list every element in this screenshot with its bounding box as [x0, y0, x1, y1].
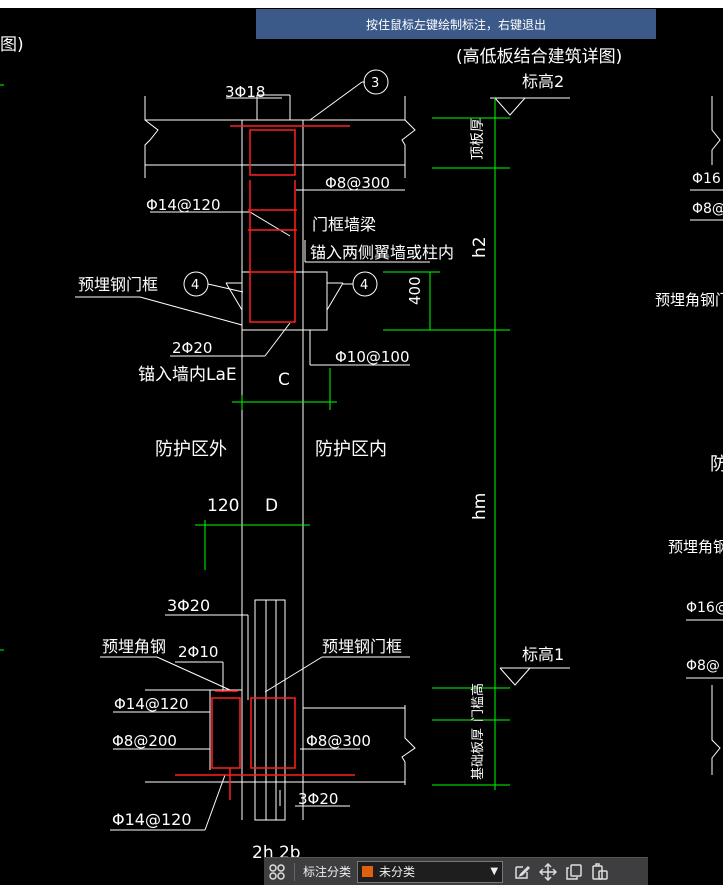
rebar-lines — [175, 125, 355, 800]
label-2phi10: 2Φ10 — [178, 643, 218, 661]
dim-top-slab-label: 顶板厚 — [470, 118, 486, 160]
right-embed-angle-a: 预埋角钢门 — [655, 291, 723, 309]
callout-3-number: 3 — [371, 76, 379, 91]
edit-icon[interactable] — [509, 859, 535, 885]
top-strip — [0, 0, 723, 8]
label-2phi20: 2Φ20 — [172, 339, 212, 357]
dimension-lines — [0, 84, 510, 790]
label-embed-frame-top: 预埋钢门框 — [78, 275, 158, 294]
label-phi8-300-top: Φ8@300 — [325, 174, 390, 192]
left-partial-label: 图) — [0, 35, 24, 55]
dim-400-label: 400 — [406, 276, 424, 305]
category-color-swatch — [362, 866, 374, 877]
elev2-label: 标高2 — [522, 72, 564, 91]
label-protect-outside: 防护区外 — [155, 439, 227, 460]
label-phi8-200: Φ8@200 — [112, 732, 177, 750]
dim-base-slab-label: 基础板厚 — [471, 728, 486, 780]
chevron-down-icon: ▼ — [490, 866, 499, 877]
label-120: 120 — [207, 496, 239, 516]
label-phi8-300-bottom: Φ8@300 — [306, 732, 371, 750]
grid-icon[interactable] — [264, 859, 290, 885]
drawing-title: (高低板结合建筑详图) — [456, 47, 622, 67]
dim-door-sill-label: 门槛高 — [470, 683, 486, 722]
callout-circles — [183, 69, 389, 297]
label-embed-angle: 预埋角钢 — [102, 637, 166, 656]
right-phi8-a: Φ8@ — [692, 201, 723, 217]
label-3phi18: 3Φ18 — [225, 83, 265, 101]
instruction-banner: 按住鼠标左键绘制标注，右键退出 — [256, 9, 656, 39]
label-phi14-120-mid: Φ14@120 — [114, 695, 189, 713]
label-phi14-120-top: Φ14@120 — [146, 196, 221, 214]
category-label: 标注分类 — [303, 865, 352, 879]
label-d: D — [265, 496, 278, 516]
structural-lines — [75, 81, 570, 831]
label-protect-inside: 防护区内 — [315, 439, 387, 460]
label-phi10-100: Φ10@100 — [335, 348, 410, 366]
dim-hm-label: hm — [470, 493, 490, 520]
label-phi14-120-bottom: Φ14@120 — [112, 810, 192, 829]
category-value: 未分类 — [379, 865, 416, 879]
move-icon[interactable] — [535, 859, 561, 885]
right-phi8-b: Φ8@ — [686, 658, 720, 674]
callout-4-left-number: 4 — [191, 278, 199, 293]
label-3phi20-a: 3Φ20 — [167, 596, 210, 615]
banner-text: 按住鼠标左键绘制标注，右键退出 — [365, 17, 546, 32]
label-embed-frame-bottom: 预埋钢门框 — [322, 637, 402, 656]
dim-h2-label: h2 — [470, 236, 490, 258]
label-door-beam: 门框墙梁 — [312, 215, 376, 234]
right-phi16-b: Φ16@ — [686, 600, 723, 616]
label-anchor-wing: 锚入两侧翼墙或柱内 — [310, 243, 454, 262]
category-select[interactable]: 未分类 ▼ — [357, 860, 504, 883]
right-embed-angle-b: 预埋角钢 — [668, 538, 723, 556]
toolbar-separator — [294, 862, 295, 881]
callout-4-right-number: 4 — [360, 278, 368, 293]
copy-icon[interactable] — [561, 859, 587, 885]
label-anchor-lae: 锚入墙内LaE — [138, 365, 237, 385]
right-phi16-a: Φ16 — [692, 171, 721, 187]
right-edge-lines — [686, 96, 723, 775]
elev1-label: 标高1 — [522, 645, 564, 664]
label-3phi20-b: 3Φ20 — [298, 790, 338, 808]
right-fang: 防 — [710, 454, 723, 475]
annotation-toolbar: 标注分类 未分类 ▼ — [264, 857, 648, 885]
drawing-text: 图) (高低板结合建筑详图) 标高2 标高1 3Φ18 3 4 4 Φ8@300… — [0, 35, 723, 863]
label-c: C — [278, 370, 290, 390]
paste-icon[interactable] — [587, 859, 613, 885]
